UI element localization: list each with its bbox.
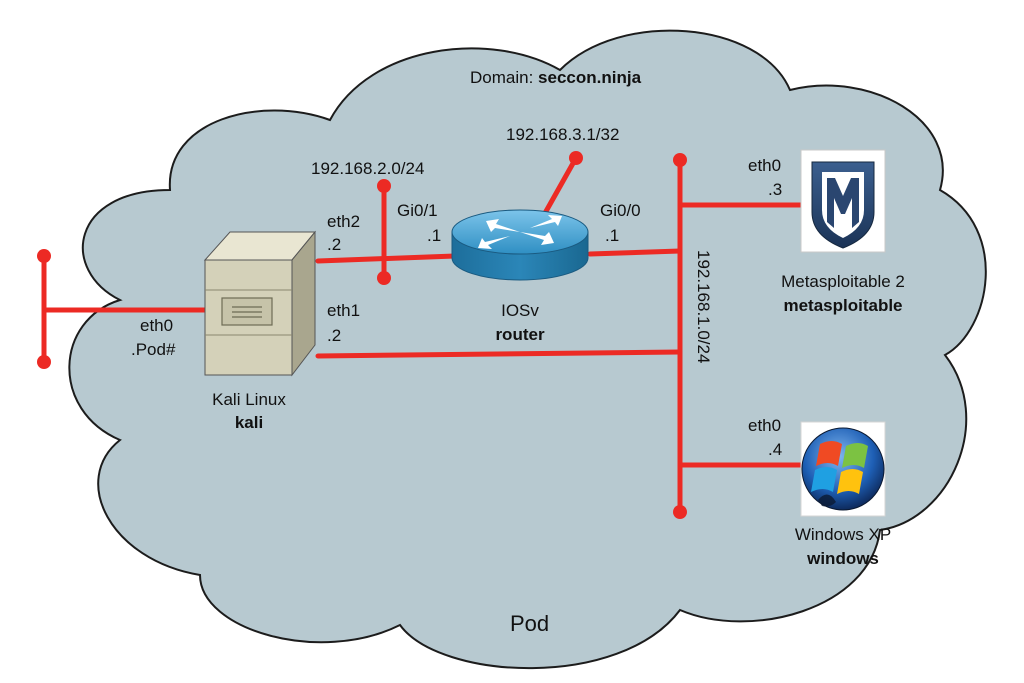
windows-type: Windows XP <box>794 525 892 544</box>
metasploitable-type: Metasploitable 2 <box>781 272 905 291</box>
router-hostname: router <box>495 325 545 344</box>
kali-eth2-addr: .2 <box>327 235 342 254</box>
link-router-gi00 <box>587 248 683 257</box>
pod-label: Pod <box>510 611 550 636</box>
router-gi01-name: Gi0/1 <box>397 201 438 220</box>
windows-logo-icon[interactable] <box>800 421 886 517</box>
links <box>37 151 805 519</box>
bus-end-dot <box>377 179 391 193</box>
network-lan-top: 192.168.2.0/24 <box>311 159 425 178</box>
bus-end-dot <box>673 153 687 167</box>
windows-eth0-name: eth0 <box>748 416 782 435</box>
link-kali-eth1 <box>315 349 683 359</box>
domain-prefix: Domain: <box>470 68 534 87</box>
windows-eth0-addr: .4 <box>768 440 783 459</box>
domain-name: seccon.ninja <box>538 68 642 87</box>
router-type: IOSv <box>501 301 539 320</box>
metasploitable-hostname: metasploitable <box>783 296 903 315</box>
kali-eth1-name: eth1 <box>327 301 361 320</box>
pod-cloud <box>68 29 987 670</box>
bus-end-dot <box>569 151 583 165</box>
windows-hostname: windows <box>807 549 879 568</box>
metasploitable-eth0-name: eth0 <box>748 156 782 175</box>
kali-eth1-addr: .2 <box>327 326 342 345</box>
bus-end-dot <box>673 505 687 519</box>
network-lan-main: 192.168.1.0/24 <box>694 250 713 364</box>
kali-eth0-name: eth0 <box>140 316 174 335</box>
router-gi00-name: Gi0/0 <box>600 201 641 220</box>
kali-eth2-name: eth2 <box>327 212 361 231</box>
kali-type: Kali Linux <box>212 390 286 409</box>
kali-eth0-addr: .Pod# <box>131 340 176 359</box>
metasploit-logo-icon[interactable] <box>800 149 886 253</box>
bus-end-dot <box>37 355 51 369</box>
router-icon[interactable] <box>451 209 589 281</box>
router-gi01-addr: .1 <box>427 226 442 245</box>
link-kali-eth2 <box>315 253 458 264</box>
network-loopback: 192.168.3.1/32 <box>506 125 620 144</box>
bus-end-dot <box>37 249 51 263</box>
metasploitable-eth0-addr: .3 <box>768 180 783 199</box>
bus-end-dot <box>377 271 391 285</box>
server-icon[interactable] <box>203 230 317 377</box>
router-gi00-addr: .1 <box>605 226 620 245</box>
kali-hostname: kali <box>234 413 264 432</box>
domain-label: Domain: seccon.ninja <box>470 68 641 88</box>
